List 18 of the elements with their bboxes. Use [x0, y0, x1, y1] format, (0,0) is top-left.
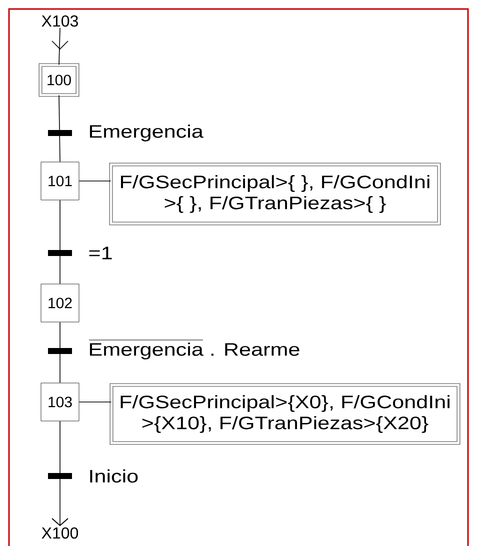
step-reference: X103 [42, 15, 78, 27]
initial-step-box: 100 [38, 63, 80, 97]
transition [48, 94, 72, 162]
action-box: F/GSecPrincipal>{X0}, F/GCondIni >{X10}, F/GTranPiezas>{X20} [110, 383, 460, 445]
transition [48, 200, 72, 284]
arrow [52, 27, 68, 66]
transition-condition: Emergencia [90, 124, 204, 142]
connector-line [78, 180, 112, 182]
action-box: F/GSecPrincipal>{ }, F/GCondIni >{ }, F/GTranPiezas>{ } [109, 162, 441, 226]
transition-condition: =1 [89, 246, 112, 260]
step-box: 102 [40, 284, 80, 322]
step-reference: X100 [42, 527, 78, 539]
transition-condition: Inicio [90, 469, 138, 483]
transition [48, 322, 72, 384]
transition [48, 420, 72, 526]
step-box: 103 [40, 382, 80, 422]
step-box: 101 [40, 162, 80, 200]
transition-condition: Emergencia . Rearme [88, 340, 300, 360]
